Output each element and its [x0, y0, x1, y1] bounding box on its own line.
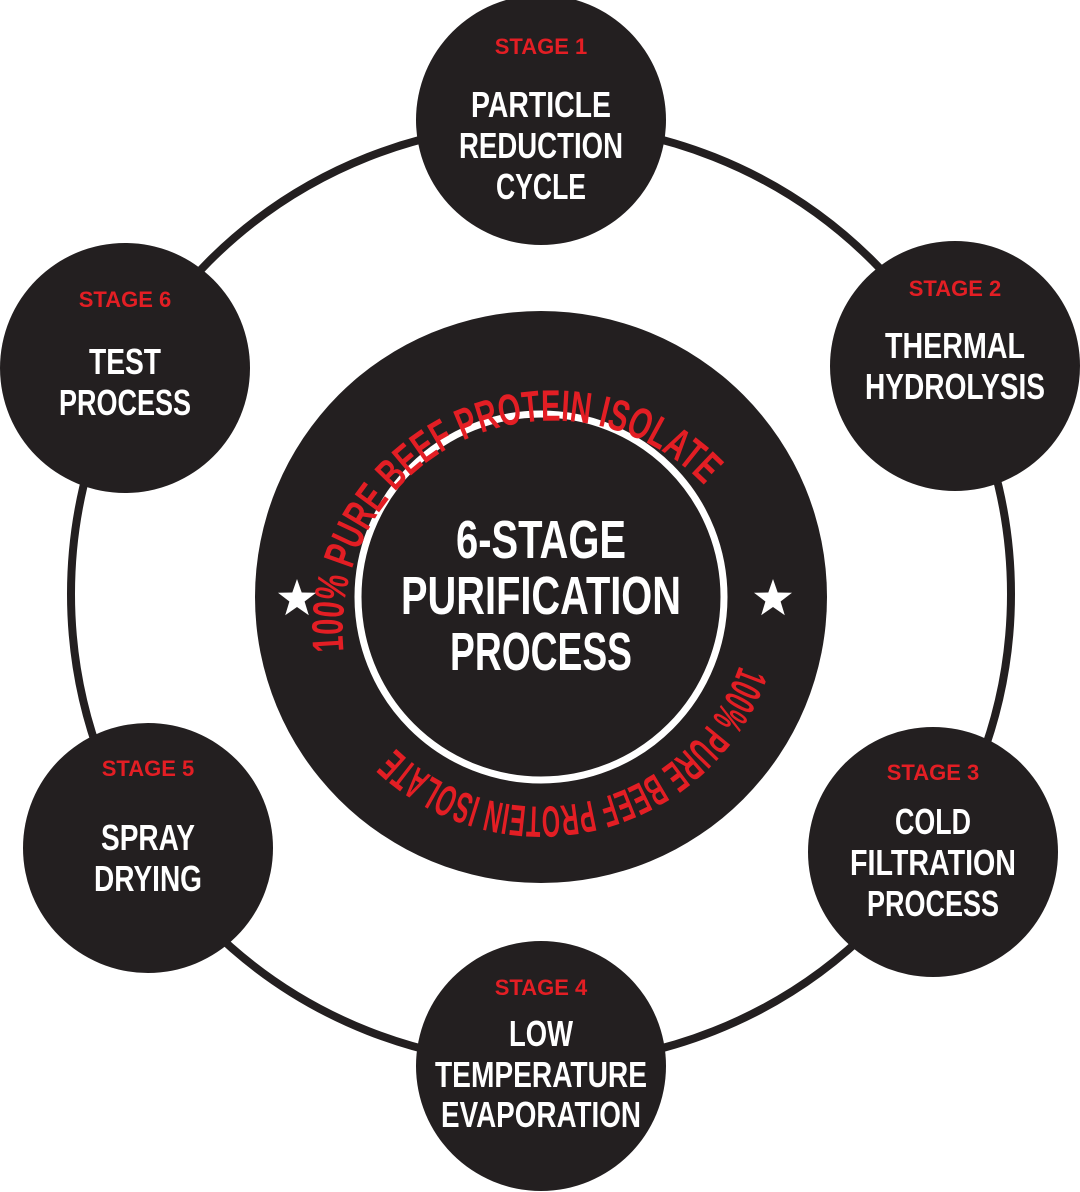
stage-3-node: STAGE 3 COLD FILTRATION PROCESS: [808, 727, 1058, 977]
stage-2-circle: [830, 241, 1080, 491]
stage-5-circle: [23, 723, 273, 973]
stage-label: STAGE 6: [79, 287, 172, 312]
stage-title-line: HYDROLYSIS: [865, 366, 1045, 407]
stage-title-line: EVAPORATION: [441, 1094, 641, 1135]
stage-title-line: SPRAY: [101, 817, 195, 858]
stage-3-circle: [808, 727, 1058, 977]
star-icon-left: [278, 579, 316, 616]
stage-title-line: FILTRATION: [850, 842, 1016, 883]
center-title-line: PURIFICATION: [401, 566, 681, 626]
stage-title-line: LOW: [509, 1013, 573, 1054]
stage-title-line: TEMPERATURE: [435, 1054, 647, 1095]
stage-title-line: THERMAL: [885, 325, 1025, 366]
stage-5-node: STAGE 5 SPRAY DRYING: [23, 723, 273, 973]
stage-6-circle: [0, 243, 250, 493]
stage-label: STAGE 4: [495, 975, 588, 1000]
stage-label: STAGE 1: [495, 34, 588, 59]
center-title: 6-STAGE PURIFICATION PROCESS: [401, 510, 681, 682]
stage-title-line: REDUCTION: [459, 125, 623, 166]
stage-title-line: PROCESS: [867, 883, 999, 924]
stage-title-line: COLD: [895, 801, 971, 842]
stage-4-circle: [416, 941, 666, 1191]
stage-1-node: STAGE 1 PARTICLE REDUCTION CYCLE: [416, 0, 666, 245]
stage-title-line: PARTICLE: [471, 84, 611, 125]
stage-4-node: STAGE 4 LOW TEMPERATURE EVAPORATION: [416, 941, 666, 1191]
stage-title-line: DRYING: [94, 858, 202, 899]
stage-label: STAGE 5: [102, 756, 195, 781]
star-icon-right: [754, 579, 792, 616]
stage-title-line: TEST: [89, 341, 161, 382]
stage-title-line: PROCESS: [59, 382, 191, 423]
stage-1-circle: [416, 0, 666, 245]
stage-label: STAGE 3: [887, 760, 980, 785]
center-title-line: 6-STAGE: [456, 510, 626, 570]
stage-6-node: STAGE 6 TEST PROCESS: [0, 243, 250, 493]
stage-title-line: CYCLE: [496, 166, 586, 207]
center-inner-ring: [354, 410, 728, 784]
stage-label: STAGE 2: [909, 276, 1002, 301]
center-title-line: PROCESS: [450, 622, 632, 682]
stage-2-node: STAGE 2 THERMAL HYDROLYSIS: [830, 241, 1080, 491]
